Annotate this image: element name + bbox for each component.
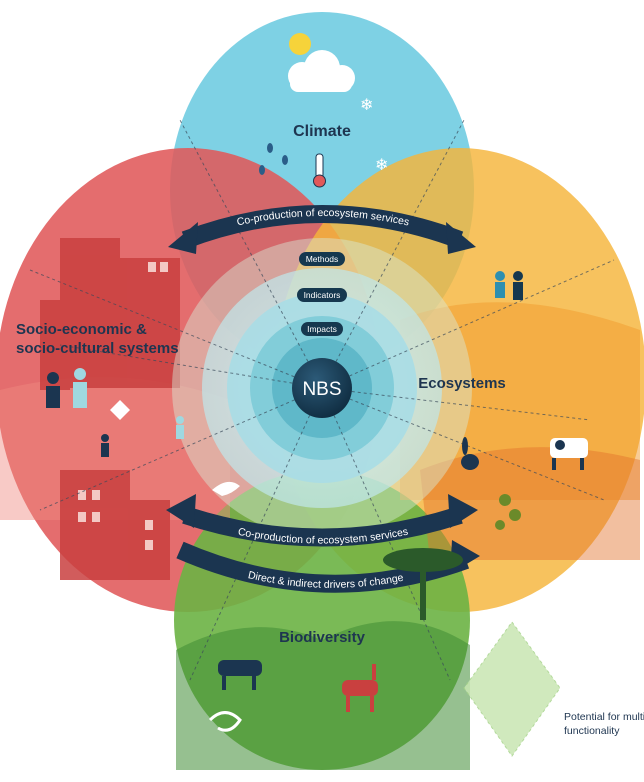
building-windows (78, 262, 168, 550)
thermometer-icon (313, 153, 326, 188)
city-buildings (40, 238, 180, 580)
biodiversity-label: Biodiversity (279, 629, 366, 646)
radial-dashed-lines (29, 119, 615, 681)
cow-icon (550, 438, 588, 470)
ring-pill-impacts: Impacts (301, 322, 343, 336)
snowflake-icon: ❄ (360, 97, 373, 114)
svg-text:Impacts: Impacts (307, 324, 337, 334)
ring-pill-methods: Methods (299, 252, 345, 266)
sun-icon (289, 33, 311, 55)
child-icon (101, 416, 184, 457)
arrow-top: Co-production of ecosystem services (168, 205, 476, 254)
snowflake-icon-2: ❄ (375, 157, 388, 174)
cloud-icon (288, 50, 355, 92)
svg-text:Indicators: Indicators (304, 290, 341, 300)
plant-icon (495, 494, 521, 530)
ecosystems-ground (420, 447, 640, 560)
socio-ground (0, 377, 230, 520)
ecosystems-label: Ecosystems (418, 375, 506, 392)
legend-line2: functionality (564, 725, 620, 737)
dove-icon (212, 481, 240, 496)
people-icon-socio (46, 368, 87, 408)
kite-icon (110, 400, 130, 420)
svg-text:Methods: Methods (306, 254, 339, 264)
socio-label-line2: socio-cultural systems (16, 340, 179, 357)
ring-pill-indicators: Indicators (297, 288, 347, 302)
rain-drops-icon (259, 143, 288, 175)
snake-icon (208, 711, 242, 732)
nbs-label: NBS (302, 379, 341, 400)
nbs-core (292, 358, 352, 418)
wolf-icon (218, 660, 262, 690)
multifunctionality-legend-diamond (463, 621, 561, 757)
rabbit-icon (461, 437, 479, 470)
socio-label-line1: Socio-economic & (16, 321, 147, 338)
biodiversity-forest (176, 621, 470, 770)
tree-icon (383, 548, 463, 620)
legend-line1: Potential for multi- (564, 711, 644, 723)
climate-label: Climate (293, 123, 351, 140)
arrow-middle: Co-production of ecosystem services (166, 494, 478, 547)
people-icon-ecosystems (495, 271, 523, 300)
deer-icon (342, 664, 378, 712)
